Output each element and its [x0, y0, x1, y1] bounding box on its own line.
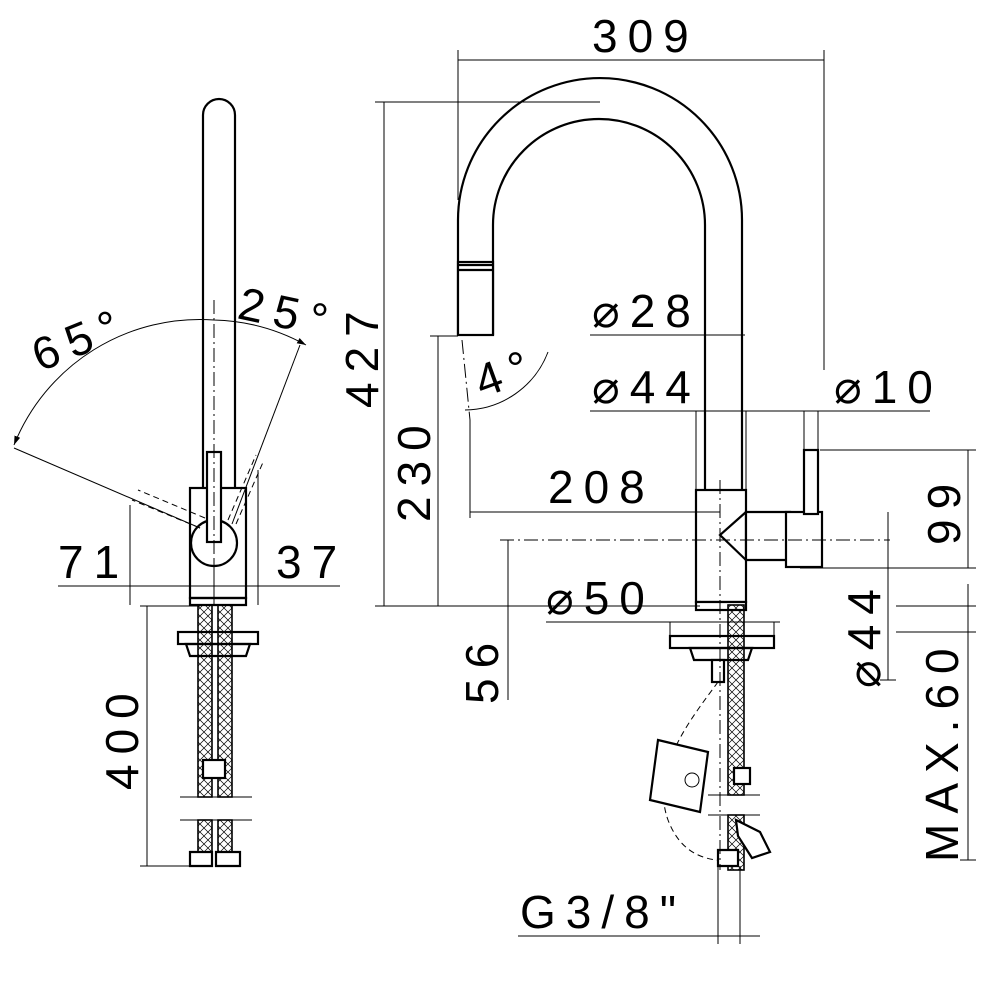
- front-hose-length-label: 400: [96, 683, 148, 790]
- side-body: [694, 488, 748, 604]
- dim-spray-angle-label: 4°: [468, 337, 546, 408]
- front-nut-right: [214, 850, 242, 868]
- dim-44-line: [590, 410, 790, 490]
- side-fitting: [732, 766, 752, 786]
- dim-hole-label: ⌀44: [838, 579, 890, 688]
- side-weight-screw: [684, 772, 700, 788]
- side-stud: [710, 658, 726, 684]
- dim-max60-label: MAX.60: [916, 638, 968, 862]
- side-lever-housing: [744, 510, 792, 562]
- side-view: 309 427 230 208 4° ⌀28 ⌀44 ⌀10 99 56 ⌀50: [336, 10, 976, 944]
- side-spout-outer: [456, 76, 744, 490]
- front-hose-left-lower: [197, 819, 213, 853]
- front-angle-ray-right: [231, 344, 301, 525]
- front-base: [188, 596, 248, 607]
- front-hose-break: [180, 796, 252, 821]
- front-angle-arc: [13, 319, 307, 446]
- front-spout: [201, 97, 237, 490]
- front-right-offset-label: 37: [276, 536, 347, 588]
- side-weight: [648, 738, 710, 814]
- side-hose: [727, 604, 745, 796]
- dim-max60-line: [896, 584, 976, 861]
- side-flange: [668, 634, 776, 650]
- dim-208-label: 208: [548, 461, 655, 513]
- side-pullout-hose: [663, 681, 737, 863]
- dim-spray-angle-arc: [464, 351, 549, 411]
- front-nut-left: [188, 850, 214, 868]
- dim-44-label: ⌀44: [592, 361, 701, 413]
- dim-hole-line: [880, 512, 896, 681]
- dim-50-line: [546, 621, 780, 636]
- front-view: 65° 25° 71 37 400: [13, 97, 347, 868]
- side-spray-band: [458, 263, 493, 272]
- dim-208-line: [469, 420, 720, 518]
- dim-thread-label: G3/8": [520, 886, 686, 938]
- dim-99-label: 99: [918, 474, 970, 545]
- side-spray-axis: [461, 339, 471, 421]
- side-angle-valve: [734, 818, 772, 860]
- dim-230-line: [430, 335, 458, 606]
- front-fitting: [201, 758, 227, 780]
- front-lever-right-ghost: [227, 454, 265, 525]
- dim-56-label: 56: [456, 633, 508, 704]
- dim-10-line: [780, 410, 930, 450]
- side-spray-head: [456, 260, 495, 337]
- front-angle-ray-left: [13, 447, 201, 529]
- front-hose-dim: [140, 605, 200, 867]
- dim-309-label: 309: [592, 10, 699, 62]
- side-lever: [802, 448, 820, 516]
- dim-230-label: 230: [388, 415, 440, 522]
- front-hose-right-lower: [217, 819, 233, 853]
- dim-thread-line: [518, 866, 760, 944]
- dim-28-label: ⌀28: [592, 285, 701, 337]
- side-hose-break: [708, 794, 760, 816]
- front-right-angle-label: 25°: [234, 277, 342, 349]
- dim-10-label: ⌀10: [834, 361, 943, 413]
- side-spout-inner: [491, 117, 707, 490]
- dim-427-label: 427: [336, 301, 388, 408]
- dim-427-line: [375, 101, 700, 607]
- dim-50-label: ⌀50: [546, 572, 655, 624]
- dim-309-line: [457, 50, 825, 370]
- side-nut: [716, 848, 740, 868]
- front-left-offset-label: 71: [58, 536, 129, 588]
- front-left-angle-label: 65°: [24, 296, 136, 382]
